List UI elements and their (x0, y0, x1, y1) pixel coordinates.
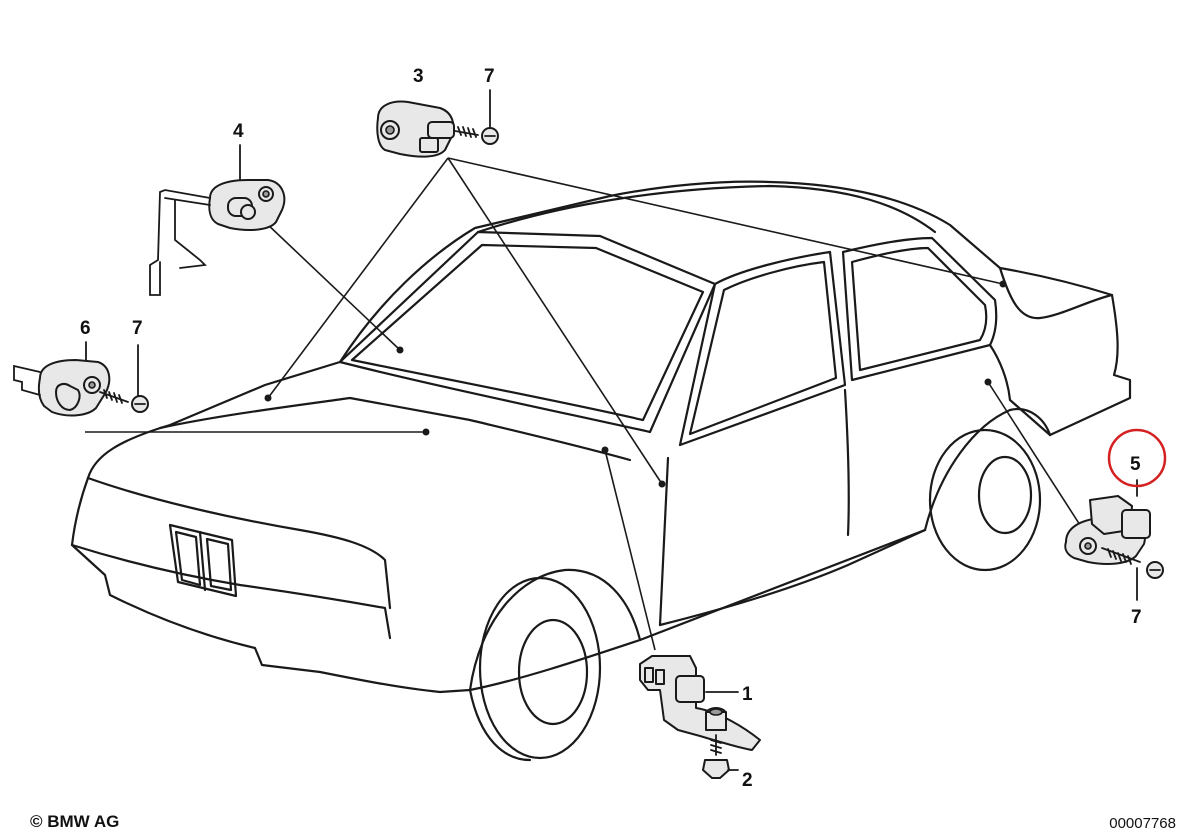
callout-4: 4 (233, 121, 244, 142)
callout-7-top: 7 (484, 66, 495, 87)
diagram-reference-number: 00007768 (1109, 815, 1176, 832)
car-outline (70, 180, 1132, 762)
callout-labels: 3 7 4 6 7 5 7 1 2 (80, 66, 1142, 791)
callout-5: 5 (1130, 454, 1141, 475)
callout-3: 3 (413, 66, 424, 87)
part-4-switch-with-lead (149, 144, 286, 296)
part-5-switch (1064, 479, 1164, 601)
part-2-screw (702, 734, 739, 779)
callout-7-right: 7 (1131, 607, 1142, 628)
callout-7-left: 7 (132, 318, 143, 339)
highlight-circle (1107, 428, 1167, 488)
part-6-door-contact-switch (13, 341, 149, 417)
callout-1: 1 (742, 684, 753, 705)
part-3-door-contact-switch (376, 89, 499, 158)
callout-6: 6 (80, 318, 91, 339)
copyright-text: © BMW AG (30, 812, 120, 831)
part-1-bracket-switch (639, 655, 761, 751)
callout-2: 2 (742, 770, 753, 791)
leader-lines (85, 157, 1081, 651)
